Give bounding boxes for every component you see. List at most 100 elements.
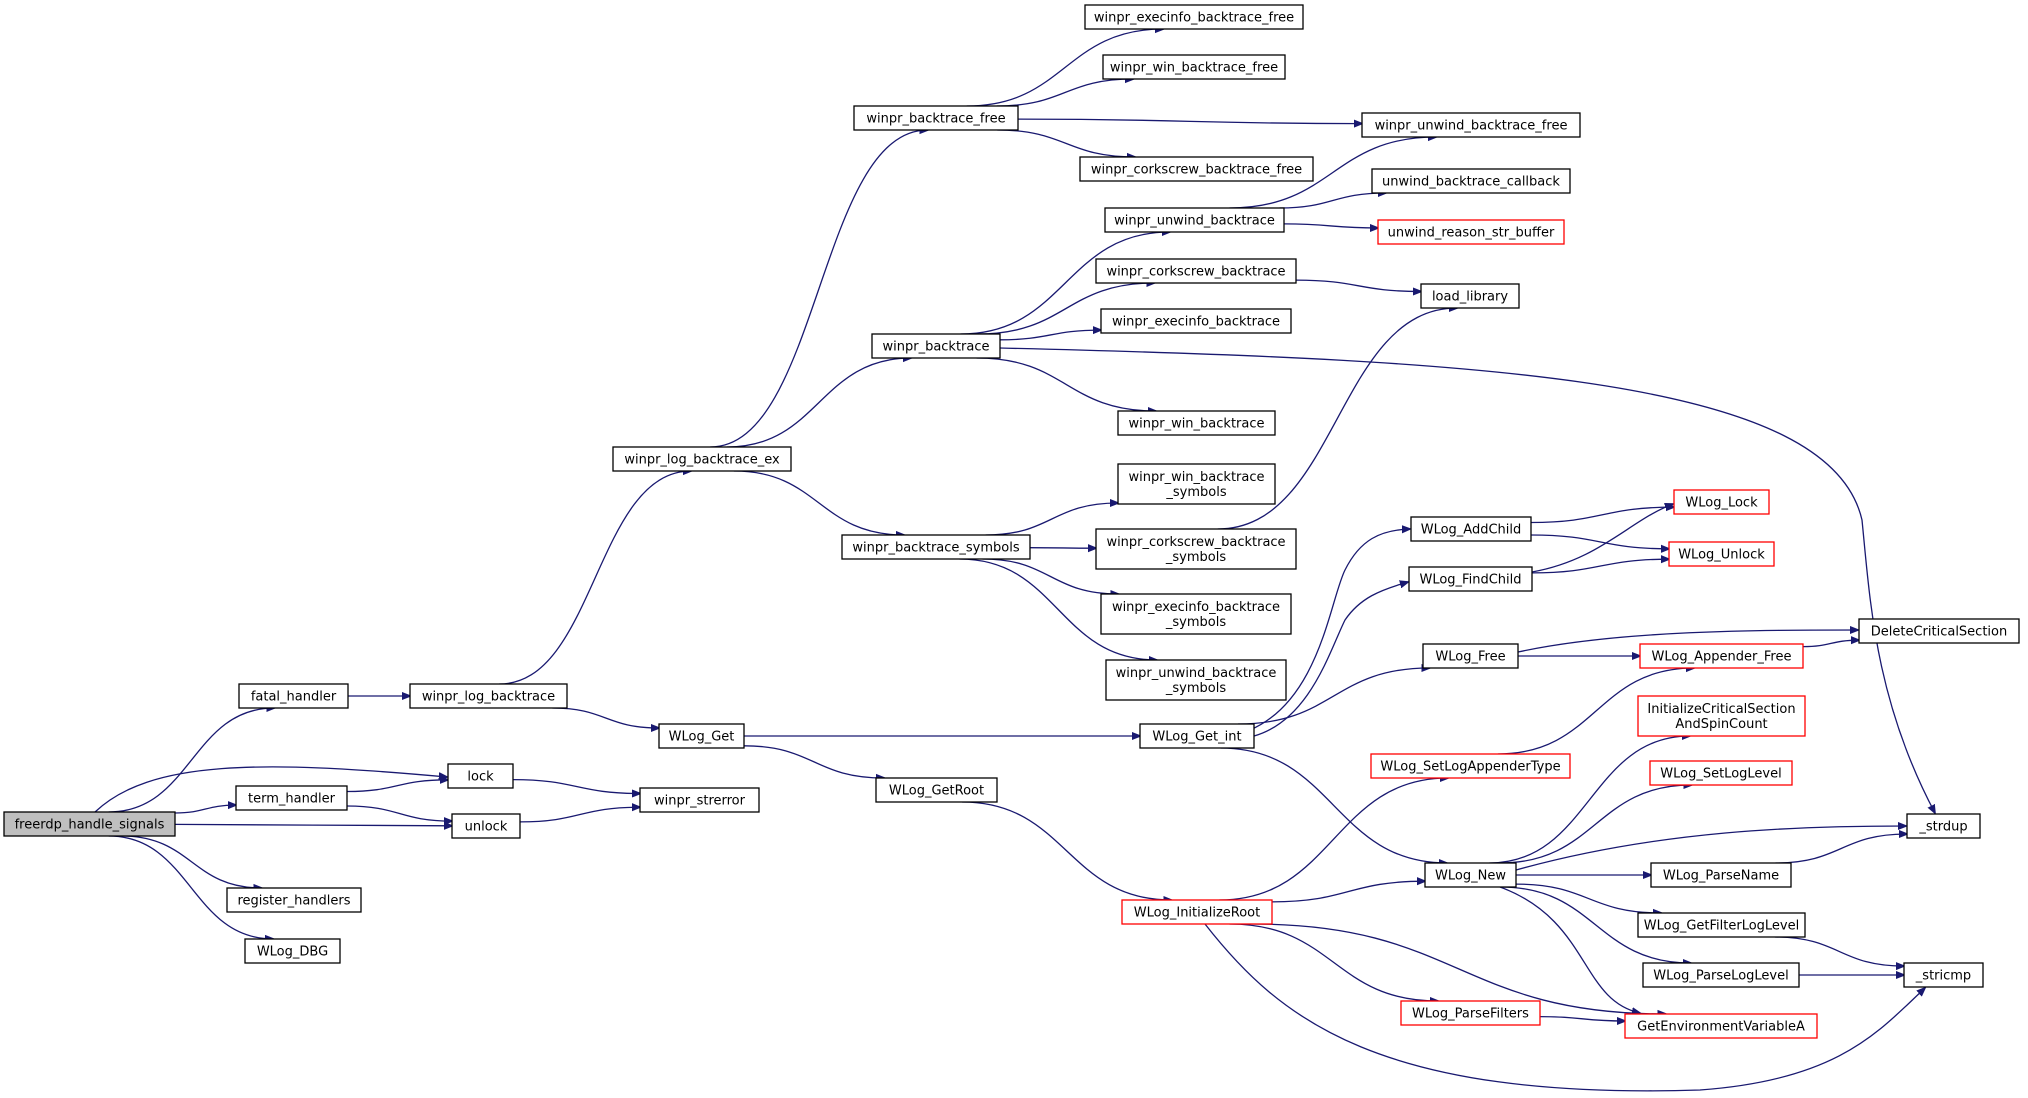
node-box[interactable]	[841, 534, 1031, 560]
node-box[interactable]	[658, 723, 745, 749]
node-WLog_ParseName[interactable]: WLog_ParseName	[1650, 862, 1792, 888]
node-WLog_FindChild[interactable]: WLog_FindChild	[1408, 566, 1533, 592]
node-winpr_log_backtrace[interactable]: winpr_log_backtrace	[409, 683, 568, 709]
node-box[interactable]	[1095, 528, 1297, 570]
node-winpr_corkscrew_backtrace_free[interactable]: winpr_corkscrew_backtrace_free	[1079, 156, 1314, 182]
node-box[interactable]	[1117, 410, 1276, 436]
node-box[interactable]	[1377, 219, 1565, 245]
node-winpr_corkscrew_backtrace[interactable]: winpr_corkscrew_backtrace	[1095, 258, 1297, 284]
node-winpr_corkscrew_backtrace_symbols[interactable]: winpr_corkscrew_backtrace_symbols	[1095, 528, 1297, 570]
node-box[interactable]	[3, 811, 176, 837]
node-lock[interactable]: lock	[447, 763, 514, 789]
node-freerdp_handle_signals[interactable]: freerdp_handle_signals	[3, 811, 176, 837]
node-winpr_execinfo_backtrace_free[interactable]: winpr_execinfo_backtrace_free	[1084, 4, 1304, 30]
node-box[interactable]	[451, 813, 521, 839]
node-box[interactable]	[1649, 760, 1793, 786]
node-box[interactable]	[1906, 813, 1981, 839]
node-box[interactable]	[1637, 912, 1806, 938]
node-box[interactable]	[853, 105, 1019, 131]
node-winpr_backtrace_symbols[interactable]: winpr_backtrace_symbols	[841, 534, 1031, 560]
node-WLog_Get_int[interactable]: WLog_Get_int	[1139, 723, 1255, 749]
node-load_library[interactable]: load_library	[1420, 283, 1520, 309]
node-box[interactable]	[1100, 593, 1292, 635]
node-box[interactable]	[1420, 283, 1520, 309]
node-WLog_AddChild[interactable]: WLog_AddChild	[1410, 516, 1532, 542]
node-box[interactable]	[612, 446, 792, 472]
node-box[interactable]	[1639, 643, 1804, 669]
node-unwind_reason_str_buffer[interactable]: unwind_reason_str_buffer	[1377, 219, 1565, 245]
node-winpr_execinfo_backtrace[interactable]: winpr_execinfo_backtrace	[1100, 308, 1292, 334]
node-WLog_GetRoot[interactable]: WLog_GetRoot	[875, 777, 998, 803]
node-box[interactable]	[244, 938, 341, 964]
node-GetEnvironmentVariableA[interactable]: GetEnvironmentVariableA	[1624, 1013, 1818, 1039]
node-register_handlers[interactable]: register_handlers	[226, 887, 362, 913]
node-box[interactable]	[1637, 695, 1806, 737]
node-WLog_New[interactable]: WLog_New	[1424, 862, 1517, 888]
node-box[interactable]	[1668, 541, 1775, 567]
node-term_handler[interactable]: term_handler	[235, 785, 348, 811]
node-box[interactable]	[1858, 618, 2020, 644]
node-box[interactable]	[226, 887, 362, 913]
node-box[interactable]	[409, 683, 568, 709]
node-box[interactable]	[1424, 862, 1517, 888]
node-winpr_execinfo_backtrace_symbols[interactable]: winpr_execinfo_backtrace_symbols	[1100, 593, 1292, 635]
node-WLog_Lock[interactable]: WLog_Lock	[1673, 489, 1770, 515]
node-box[interactable]	[235, 785, 348, 811]
node-winpr_backtrace[interactable]: winpr_backtrace	[871, 333, 1001, 359]
node-box[interactable]	[1117, 463, 1276, 505]
node-unlock[interactable]: unlock	[451, 813, 521, 839]
node-unwind_backtrace_callback[interactable]: unwind_backtrace_callback	[1371, 168, 1571, 194]
node-_strdup[interactable]: _strdup	[1906, 813, 1981, 839]
node-box[interactable]	[1673, 489, 1770, 515]
node-WLog_ParseLogLevel[interactable]: WLog_ParseLogLevel	[1642, 962, 1800, 988]
node-WLog_SetLogLevel[interactable]: WLog_SetLogLevel	[1649, 760, 1793, 786]
node-box[interactable]	[447, 763, 514, 789]
node-box[interactable]	[1105, 659, 1287, 701]
node-box[interactable]	[1371, 168, 1571, 194]
node-winpr_win_backtrace_free[interactable]: winpr_win_backtrace_free	[1102, 54, 1286, 80]
node-box[interactable]	[1104, 207, 1285, 233]
node-box[interactable]	[1102, 54, 1286, 80]
node-box[interactable]	[1650, 862, 1792, 888]
node-box[interactable]	[639, 787, 760, 813]
node-box[interactable]	[1903, 962, 1984, 988]
node-WLog_GetFilterLogLevel[interactable]: WLog_GetFilterLogLevel	[1637, 912, 1806, 938]
node-box[interactable]	[871, 333, 1001, 359]
node-WLog_ParseFilters[interactable]: WLog_ParseFilters	[1400, 1000, 1541, 1026]
node-box[interactable]	[1139, 723, 1255, 749]
node-box[interactable]	[1642, 962, 1800, 988]
node-box[interactable]	[1084, 4, 1304, 30]
node-WLog_Free[interactable]: WLog_Free	[1422, 643, 1519, 669]
node-winpr_unwind_backtrace[interactable]: winpr_unwind_backtrace	[1104, 207, 1285, 233]
node-winpr_win_backtrace_symbols[interactable]: winpr_win_backtrace_symbols	[1117, 463, 1276, 505]
node-winpr_unwind_backtrace_free[interactable]: winpr_unwind_backtrace_free	[1361, 112, 1581, 138]
node-box[interactable]	[238, 683, 349, 709]
node-winpr_unwind_backtrace_symbols[interactable]: winpr_unwind_backtrace_symbols	[1105, 659, 1287, 701]
node-WLog_SetLogAppenderType[interactable]: WLog_SetLogAppenderType	[1370, 753, 1571, 779]
node-box[interactable]	[1370, 753, 1571, 779]
node-winpr_win_backtrace[interactable]: winpr_win_backtrace	[1117, 410, 1276, 436]
node-box[interactable]	[1121, 899, 1273, 925]
node-box[interactable]	[1410, 516, 1532, 542]
node-box[interactable]	[1422, 643, 1519, 669]
node-winpr_log_backtrace_ex[interactable]: winpr_log_backtrace_ex	[612, 446, 792, 472]
node-DeleteCriticalSection[interactable]: DeleteCriticalSection	[1858, 618, 2020, 644]
node-box[interactable]	[1095, 258, 1297, 284]
node-box[interactable]	[1624, 1013, 1818, 1039]
node-WLog_DBG[interactable]: WLog_DBG	[244, 938, 341, 964]
node-box[interactable]	[875, 777, 998, 803]
node-_stricmp[interactable]: _stricmp	[1903, 962, 1984, 988]
node-WLog_Get[interactable]: WLog_Get	[658, 723, 745, 749]
node-winpr_strerror[interactable]: winpr_strerror	[639, 787, 760, 813]
node-box[interactable]	[1408, 566, 1533, 592]
node-box[interactable]	[1400, 1000, 1541, 1026]
node-fatal_handler[interactable]: fatal_handler	[238, 683, 349, 709]
node-WLog_InitializeRoot[interactable]: WLog_InitializeRoot	[1121, 899, 1273, 925]
node-WLog_Unlock[interactable]: WLog_Unlock	[1668, 541, 1775, 567]
node-box[interactable]	[1100, 308, 1292, 334]
node-box[interactable]	[1079, 156, 1314, 182]
node-winpr_backtrace_free[interactable]: winpr_backtrace_free	[853, 105, 1019, 131]
node-WLog_Appender_Free[interactable]: WLog_Appender_Free	[1639, 643, 1804, 669]
node-box[interactable]	[1361, 112, 1581, 138]
